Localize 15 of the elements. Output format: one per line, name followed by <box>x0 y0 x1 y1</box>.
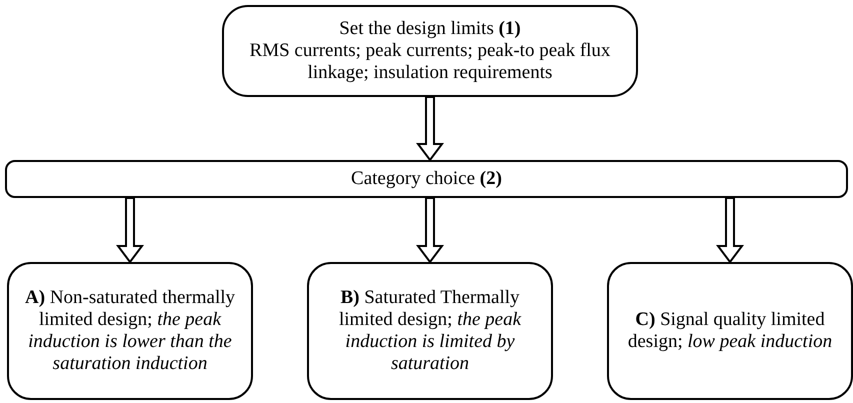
process-bar <box>5 160 848 198</box>
hollow-arrow <box>716 197 744 264</box>
box-text: C) Signal quality limited design; low peak induction <box>626 309 834 353</box>
box-text: RMS currents; peak currents; peak-to peak flux linkage; insulation requirements <box>248 40 612 84</box>
hollow-arrow <box>416 197 444 264</box>
process-box <box>607 262 853 400</box>
process-box <box>7 262 253 400</box>
box-text: B) Saturated Thermally limited design; the peak induction is limited by saturation <box>338 287 522 375</box>
box-text: A) Non-saturated thermally limited design; the peak induction is lower than the saturation induction <box>24 287 236 375</box>
box-text: Category choice (2) <box>351 168 502 190</box>
process-box <box>307 262 553 400</box>
hollow-arrow <box>116 197 144 264</box>
box-text: Set the design limits (1) <box>339 18 521 40</box>
process-box <box>222 5 638 97</box>
hollow-arrow <box>416 96 444 162</box>
